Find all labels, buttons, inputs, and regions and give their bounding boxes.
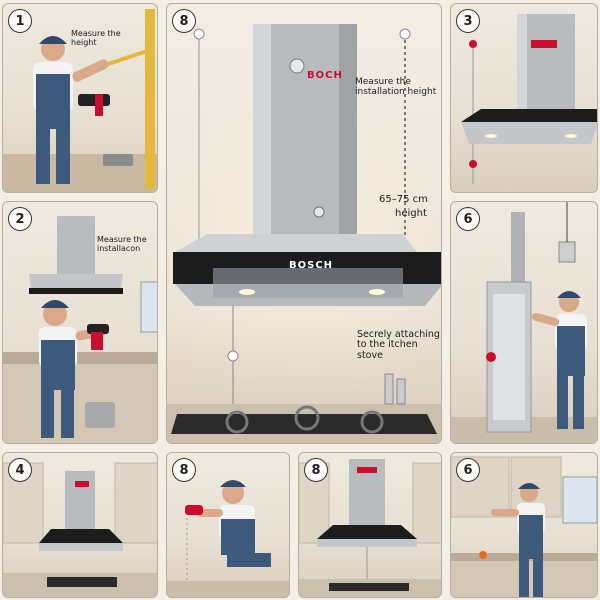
worker-kneeling-illustration <box>167 480 289 597</box>
step-panel-main: 8 BOCH BOSCH Measure the installati <box>166 3 442 444</box>
step-caption: Measure the height <box>71 29 121 47</box>
step-panel-7: 8 <box>298 452 442 598</box>
step-panel-8: 6 <box>450 452 598 598</box>
step-number-badge: 8 <box>172 9 196 33</box>
step-panel-5: 8 <box>166 452 290 598</box>
step-panel-3: 3 <box>450 3 598 193</box>
mounted-hood-illustration <box>461 14 597 184</box>
worker-drilling-illustration <box>3 216 157 443</box>
range-hood-illustration <box>167 24 441 443</box>
step-panel-6: 6 <box>450 201 598 444</box>
step-panel-2: 2 Measure the installacon <box>2 201 158 444</box>
worker-measuring-illustration <box>3 9 157 192</box>
step-number-badge: 6 <box>456 207 480 231</box>
step-panel-1: 1 Measure the height <box>2 3 158 193</box>
step-number-badge: 6 <box>456 458 480 482</box>
hood-brand-top: BOCH <box>307 70 343 81</box>
step-number-badge: 3 <box>456 9 480 33</box>
attach-note: Secrely attaching to the itchen stove <box>357 329 440 361</box>
step-number-badge: 2 <box>8 207 32 231</box>
step-number-badge: 8 <box>172 458 196 482</box>
height-label: height <box>395 208 427 219</box>
step-number-badge: 4 <box>8 458 32 482</box>
worker-attaching-illustration <box>451 456 597 597</box>
step-number-badge: 1 <box>8 9 32 33</box>
height-value: 65–75 cm <box>379 194 428 205</box>
step-panel-4: 4 <box>2 452 158 598</box>
duct-installation-illustration <box>451 202 597 443</box>
step-caption: Measure the installacon <box>97 235 147 253</box>
step-number-badge: 8 <box>304 458 328 482</box>
hood-brand-front: BOSCH <box>289 260 334 271</box>
measure-note: Measure the installation height <box>355 77 437 97</box>
